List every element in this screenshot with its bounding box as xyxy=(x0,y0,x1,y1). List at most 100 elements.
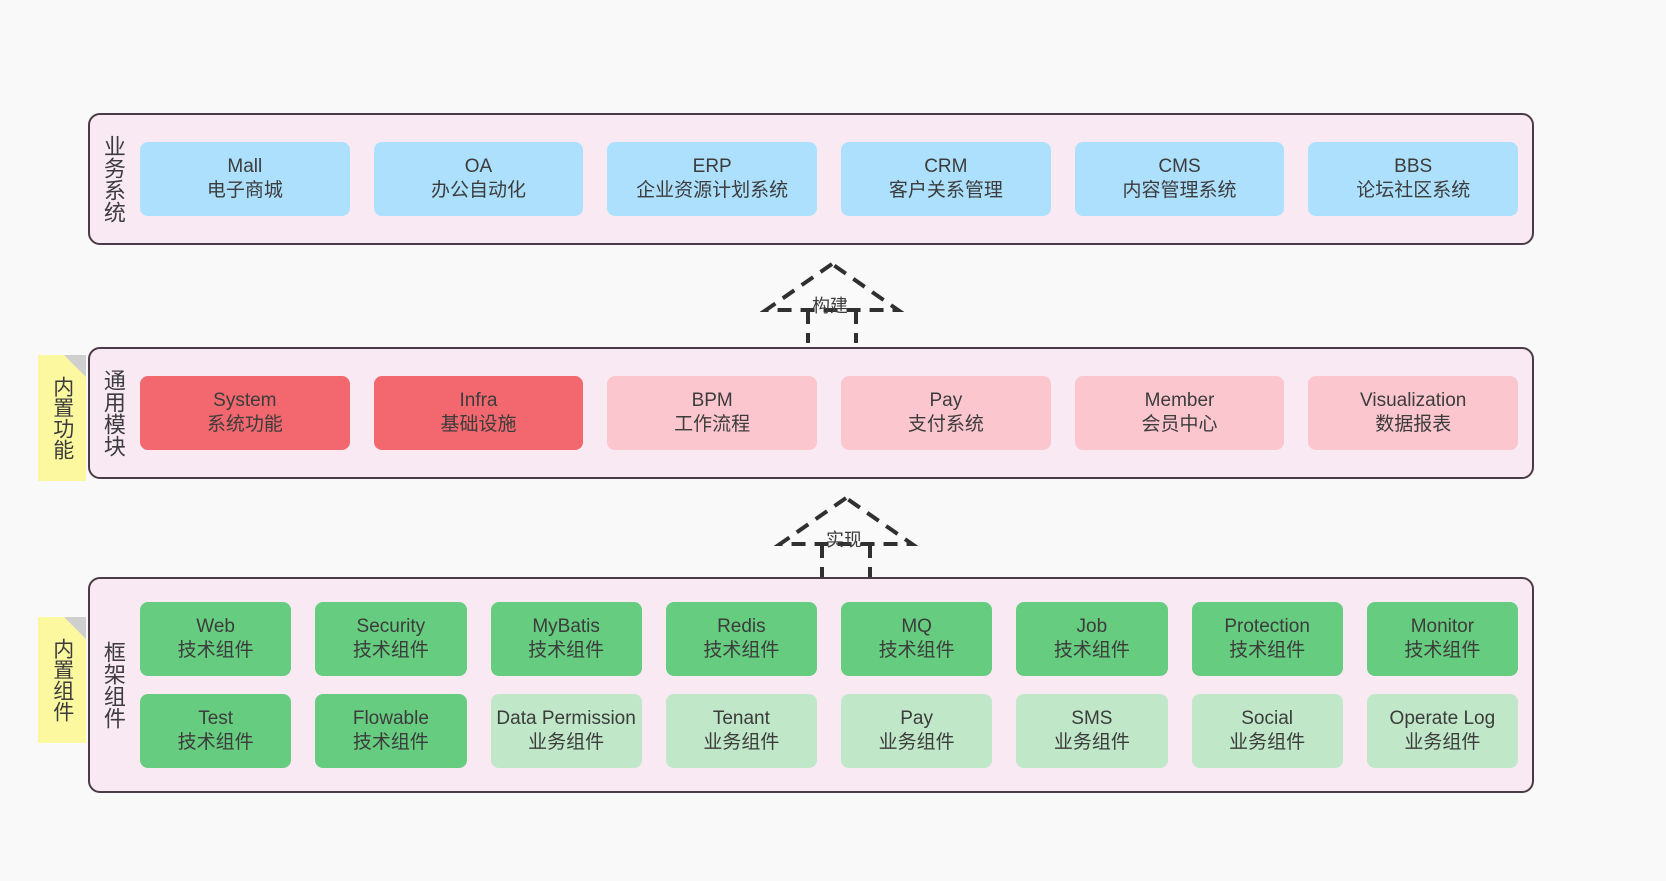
node-subtitle: 业务组件 xyxy=(1053,732,1130,753)
node-title: Pay xyxy=(929,389,963,411)
node-subtitle: 支付系统 xyxy=(907,414,984,435)
note-fold-icon xyxy=(64,617,86,639)
node-title: Security xyxy=(356,615,426,637)
node-title: BPM xyxy=(691,389,733,411)
connector-build-label: 构建 xyxy=(812,296,848,316)
row-business-components: Test 技术组件 Flowable 技术组件 Data Permission … xyxy=(140,694,1518,768)
node-security[interactable]: Security 技术组件 xyxy=(315,602,467,676)
row-business-system: Mall 电子商城 OA 办公自动化 ERP 企业资源计划系统 CRM 客户关系… xyxy=(140,142,1519,216)
node-title: Redis xyxy=(717,615,766,637)
node-crm[interactable]: CRM 客户关系管理 xyxy=(841,142,1051,216)
node-subtitle: 企业资源计划系统 xyxy=(636,180,789,201)
node-social[interactable]: Social 业务组件 xyxy=(1191,694,1343,768)
note-text: 内置组件 xyxy=(50,638,74,722)
node-cms[interactable]: CMS 内容管理系统 xyxy=(1074,142,1285,216)
node-subtitle: 技术组件 xyxy=(177,640,254,661)
node-title: Job xyxy=(1076,615,1108,637)
node-title: Test xyxy=(198,707,234,729)
node-oa[interactable]: OA 办公自动化 xyxy=(373,142,584,216)
node-monitor[interactable]: Monitor 技术组件 xyxy=(1366,602,1518,676)
layer-title-common-module: 通用模块 xyxy=(100,369,126,457)
node-tenant[interactable]: Tenant 业务组件 xyxy=(665,694,817,768)
layer-body-business-system: Mall 电子商城 OA 办公自动化 ERP 企业资源计划系统 CRM 客户关系… xyxy=(136,115,1532,243)
node-title: OA xyxy=(464,155,493,177)
node-subtitle: 技术组件 xyxy=(352,732,429,753)
node-web[interactable]: Web 技术组件 xyxy=(140,602,292,676)
node-title: Mall xyxy=(227,155,263,177)
node-subtitle: 技术组件 xyxy=(703,640,780,661)
node-subtitle: 业务组件 xyxy=(703,732,780,753)
node-subtitle: 办公自动化 xyxy=(431,180,527,201)
node-system[interactable]: System 系统功能 xyxy=(140,376,350,450)
node-job[interactable]: Job 技术组件 xyxy=(1016,602,1168,676)
node-title: Pay xyxy=(900,707,933,729)
node-test[interactable]: Test 技术组件 xyxy=(140,694,292,768)
node-subtitle: 基础设施 xyxy=(440,414,517,435)
node-title: ERP xyxy=(692,155,732,177)
node-title: CMS xyxy=(1158,155,1201,177)
node-erp[interactable]: ERP 企业资源计划系统 xyxy=(607,142,818,216)
connector-implement xyxy=(766,492,926,577)
node-title: SMS xyxy=(1071,707,1113,729)
note-text: 内置功能 xyxy=(50,376,74,460)
node-flowable[interactable]: Flowable 技术组件 xyxy=(315,694,467,768)
layer-business-system: 业务系统 Mall 电子商城 OA 办公自动化 ERP 企业资源计划系统 CRM… xyxy=(88,113,1534,245)
node-bpm[interactable]: BPM 工作流程 xyxy=(607,376,818,450)
layer-title-business-system: 业务系统 xyxy=(100,135,126,223)
node-protection[interactable]: Protection 技术组件 xyxy=(1191,602,1343,676)
node-subtitle: 技术组件 xyxy=(878,640,955,661)
layer-common-module: 通用模块 System 系统功能 Infra 基础设施 BPM 工作流程 Pay… xyxy=(88,347,1534,479)
node-title: Tenant xyxy=(712,707,770,729)
node-bbs[interactable]: BBS 论坛社区系统 xyxy=(1308,142,1519,216)
node-subtitle: 论坛社区系统 xyxy=(1356,180,1471,201)
node-mall[interactable]: Mall 电子商城 xyxy=(140,142,350,216)
layer-title-framework-component: 框架组件 xyxy=(100,641,126,729)
node-subtitle: 技术组件 xyxy=(177,732,254,753)
node-subtitle: 客户关系管理 xyxy=(888,180,1003,201)
node-mybatis[interactable]: MyBatis 技术组件 xyxy=(490,602,642,676)
generalization-arrow-icon xyxy=(773,495,919,577)
node-title: Protection xyxy=(1224,615,1310,637)
node-title: MQ xyxy=(901,615,932,637)
node-title: Member xyxy=(1144,389,1215,411)
node-title: Visualization xyxy=(1360,389,1467,411)
node-redis[interactable]: Redis 技术组件 xyxy=(665,602,817,676)
node-title: BBS xyxy=(1394,155,1433,177)
node-subtitle: 内容管理系统 xyxy=(1122,180,1237,201)
note-fold-icon xyxy=(64,355,86,377)
row-common-module: System 系统功能 Infra 基础设施 BPM 工作流程 Pay 支付系统… xyxy=(140,376,1519,450)
node-subtitle: 技术组件 xyxy=(1404,640,1481,661)
node-subtitle: 业务组件 xyxy=(528,732,605,753)
node-title: MyBatis xyxy=(532,615,600,637)
node-infra[interactable]: Infra 基础设施 xyxy=(373,376,584,450)
node-pay-component[interactable]: Pay 业务组件 xyxy=(841,694,993,768)
node-subtitle: 技术组件 xyxy=(352,640,429,661)
node-subtitle: 数据报表 xyxy=(1375,414,1452,435)
node-subtitle: 技术组件 xyxy=(528,640,605,661)
node-title: System xyxy=(213,389,277,411)
node-sms[interactable]: SMS 业务组件 xyxy=(1016,694,1168,768)
note-builtin-feature: 内置功能 xyxy=(38,355,86,481)
node-pay-module[interactable]: Pay 支付系统 xyxy=(841,376,1051,450)
node-subtitle: 业务组件 xyxy=(1404,732,1481,753)
node-subtitle: 工作流程 xyxy=(674,414,751,435)
node-title: Data Permission xyxy=(496,707,636,729)
node-title: Web xyxy=(196,615,235,637)
node-member[interactable]: Member 会员中心 xyxy=(1074,376,1285,450)
node-subtitle: 电子商城 xyxy=(206,180,283,201)
node-mq[interactable]: MQ 技术组件 xyxy=(841,602,993,676)
node-operate-log[interactable]: Operate Log 业务组件 xyxy=(1366,694,1518,768)
connector-build xyxy=(752,258,912,343)
node-visualization[interactable]: Visualization 数据报表 xyxy=(1308,376,1519,450)
node-title: Flowable xyxy=(352,707,429,729)
layer-framework-component: 框架组件 Web 技术组件 Security 技术组件 MyBatis 技术组件… xyxy=(88,577,1534,793)
node-title: CRM xyxy=(924,155,968,177)
node-subtitle: 业务组件 xyxy=(878,732,955,753)
node-subtitle: 技术组件 xyxy=(1229,640,1306,661)
node-title: Monitor xyxy=(1410,615,1475,637)
node-subtitle: 会员中心 xyxy=(1141,414,1218,435)
node-subtitle: 技术组件 xyxy=(1053,640,1130,661)
layer-body-framework-component: Web 技术组件 Security 技术组件 MyBatis 技术组件 Redi… xyxy=(136,579,1532,791)
node-data-permission[interactable]: Data Permission 业务组件 xyxy=(490,694,642,768)
